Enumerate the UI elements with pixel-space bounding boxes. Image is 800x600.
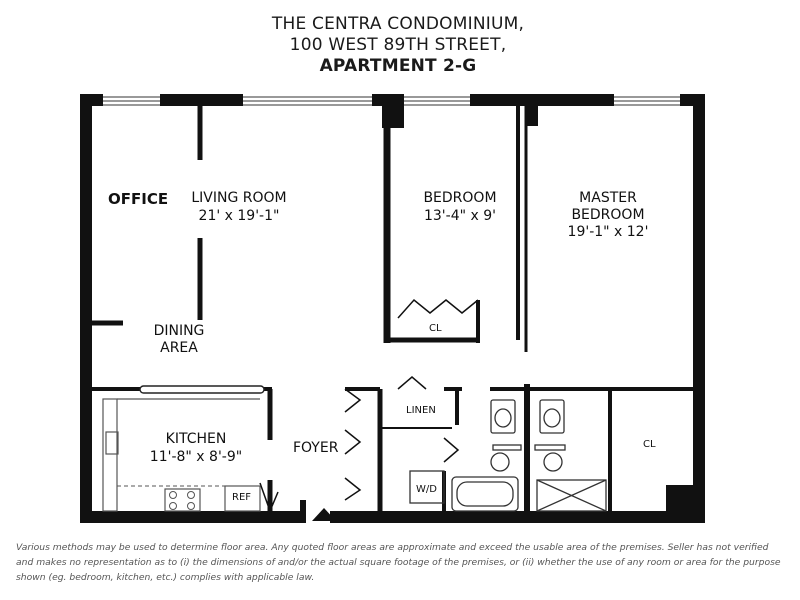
master-bedroom-dimensions: 19'-1" x 12' <box>568 224 649 240</box>
windows <box>103 96 680 106</box>
counter-bar <box>139 385 265 394</box>
toilet-tank <box>490 399 516 434</box>
bedroom-label: BEDROOM <box>423 190 496 206</box>
washer-dryer-icon <box>409 470 445 504</box>
shower-icon <box>536 479 607 512</box>
apartment-number: APARTMENT 2-G <box>319 56 477 76</box>
entrance-arrow-icon <box>312 508 336 521</box>
living-room-dimensions: 21' x 19'-1" <box>199 208 280 224</box>
building-address: 100 WEST 89TH STREET, <box>289 35 507 55</box>
bathroom-fixtures <box>409 399 607 512</box>
kitchen-fixtures <box>102 385 265 512</box>
sink-icon <box>105 431 119 455</box>
master-closet-label: CL <box>643 439 656 450</box>
refrigerator-label: REF <box>232 492 251 503</box>
bath-sink-icon <box>490 452 510 472</box>
washer-dryer-label: W/D <box>416 484 437 495</box>
exterior-walls <box>80 94 705 523</box>
bath-sink-icon <box>543 452 563 472</box>
bedroom-closet-label: CL <box>429 323 442 334</box>
bathtub-icon <box>451 476 519 512</box>
office-label: OFFICE <box>108 190 168 208</box>
stove-icon <box>164 488 201 512</box>
living-room-label: LIVING ROOM <box>191 190 286 206</box>
kitchen-label: KITCHEN <box>166 431 227 447</box>
foyer-label: FOYER <box>293 440 339 456</box>
floorplan-title: THE CENTRA CONDOMINIUM, 100 WEST 89TH ST… <box>0 14 796 77</box>
dining-area-label-1: DINING <box>154 323 205 339</box>
refrigerator-icon <box>224 485 261 512</box>
master-bedroom-label-2: BEDROOM <box>571 207 644 223</box>
building-name: THE CENTRA CONDOMINIUM, <box>271 14 525 34</box>
master-bedroom-label-1: MASTER <box>579 190 637 206</box>
bedroom-dimensions: 13'-4" x 9' <box>424 208 496 224</box>
kitchen-dimensions: 11'-8" x 8'-9" <box>150 449 242 465</box>
linen-closet-label: LINEN <box>406 405 436 416</box>
disclaimer-text: Various methods may be used to determine… <box>16 542 781 583</box>
dining-area-label-2: AREA <box>160 340 198 356</box>
doors <box>259 298 479 514</box>
